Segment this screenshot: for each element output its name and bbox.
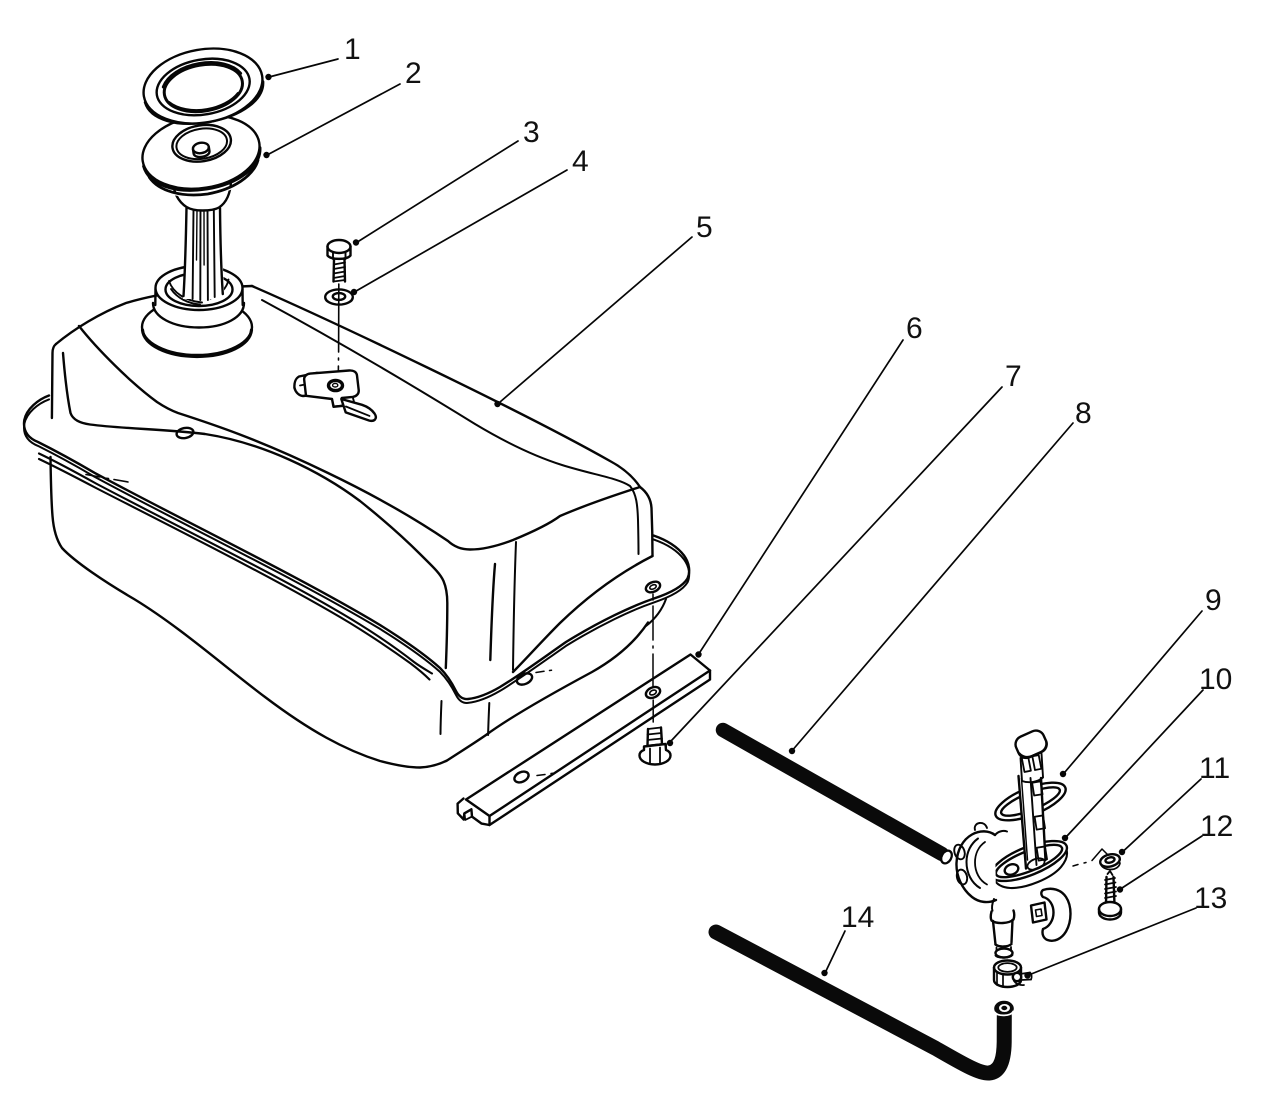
svg-text:14: 14	[841, 901, 874, 934]
svg-text:11: 11	[1199, 752, 1230, 785]
svg-text:9: 9	[1205, 584, 1222, 617]
svg-text:3: 3	[523, 116, 540, 149]
svg-text:2: 2	[405, 57, 422, 90]
svg-text:7: 7	[1005, 360, 1022, 393]
svg-text:6: 6	[906, 312, 923, 345]
svg-text:13: 13	[1194, 882, 1227, 915]
svg-text:5: 5	[696, 211, 713, 244]
svg-text:1: 1	[344, 33, 361, 66]
svg-text:10: 10	[1199, 663, 1232, 696]
svg-text:4: 4	[572, 145, 589, 178]
svg-text:8: 8	[1075, 397, 1092, 430]
svg-text:12: 12	[1200, 810, 1233, 843]
